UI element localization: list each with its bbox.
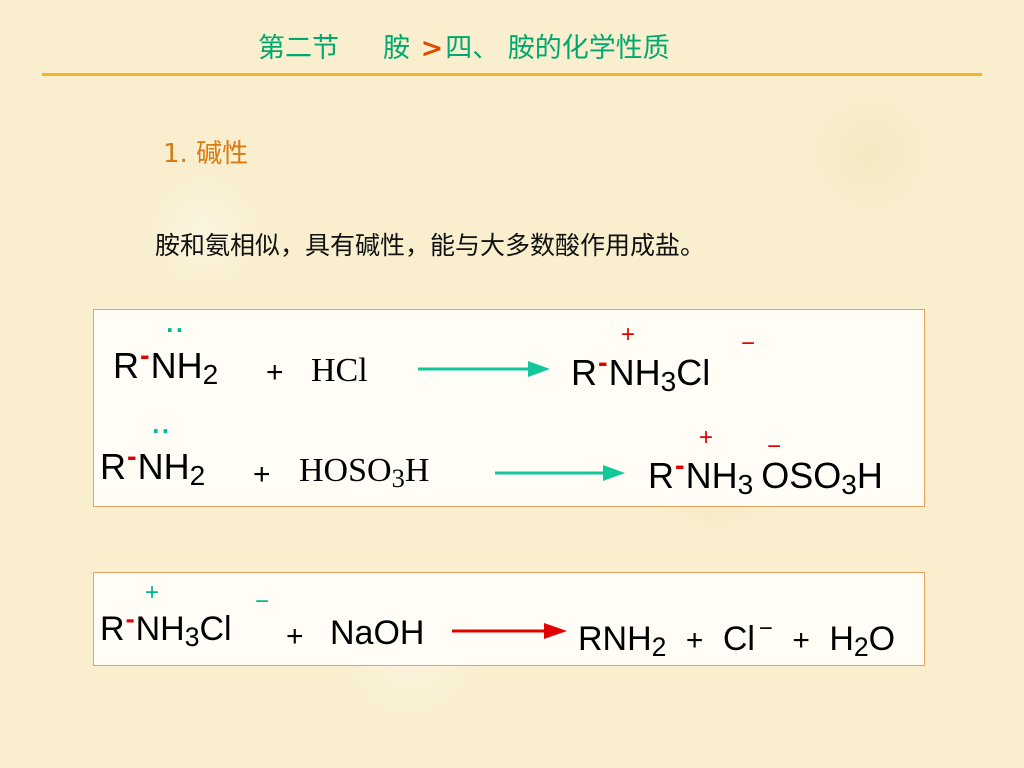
reaction1-acid: HCl (311, 352, 368, 389)
lone-pair-dots: ·· (152, 419, 172, 443)
chapter-label: 胺 (383, 33, 410, 64)
reaction3-base: NaOH (330, 614, 425, 652)
reaction1-arrow (418, 361, 550, 377)
slide-title: 第二节 胺 >四、 胺的化学性质 (258, 26, 670, 65)
lone-pair-dots: ·· (166, 318, 186, 342)
reaction-box-base (93, 572, 925, 666)
reaction2-acid: HOSO3H (299, 452, 430, 493)
reaction2-arrow (495, 465, 625, 481)
reaction2-plus: + (253, 458, 271, 491)
negative-charge: − (255, 588, 270, 615)
section-label: 第二节 (258, 33, 339, 64)
title-divider (42, 73, 982, 76)
reaction2-reactant: R-NH2 (100, 441, 206, 492)
reaction3-reactant: R-NH3Cl (100, 602, 232, 652)
positive-charge: + (145, 579, 160, 606)
topic-label: 四、 胺的化学性质 (445, 33, 670, 64)
reaction1-product: R-NH3Cl (571, 347, 711, 398)
body-paragraph: 胺和氨相似，具有碱性，能与大多数酸作用成盐。 (155, 231, 706, 260)
breadcrumb-separator: > (420, 33, 444, 64)
negative-charge: − (741, 330, 756, 357)
reaction1-reactant: R-NH2 (113, 340, 219, 391)
positive-charge: + (621, 321, 636, 348)
reaction3-products: RNH2 + Cl− + H2O (578, 614, 896, 662)
reaction3-plus: + (286, 620, 304, 653)
reaction1-plus: + (266, 356, 284, 389)
section-heading: 1. 碱性 (163, 139, 249, 169)
negative-charge: − (767, 433, 782, 460)
positive-charge: + (699, 424, 714, 451)
reaction3-arrow (452, 623, 567, 639)
